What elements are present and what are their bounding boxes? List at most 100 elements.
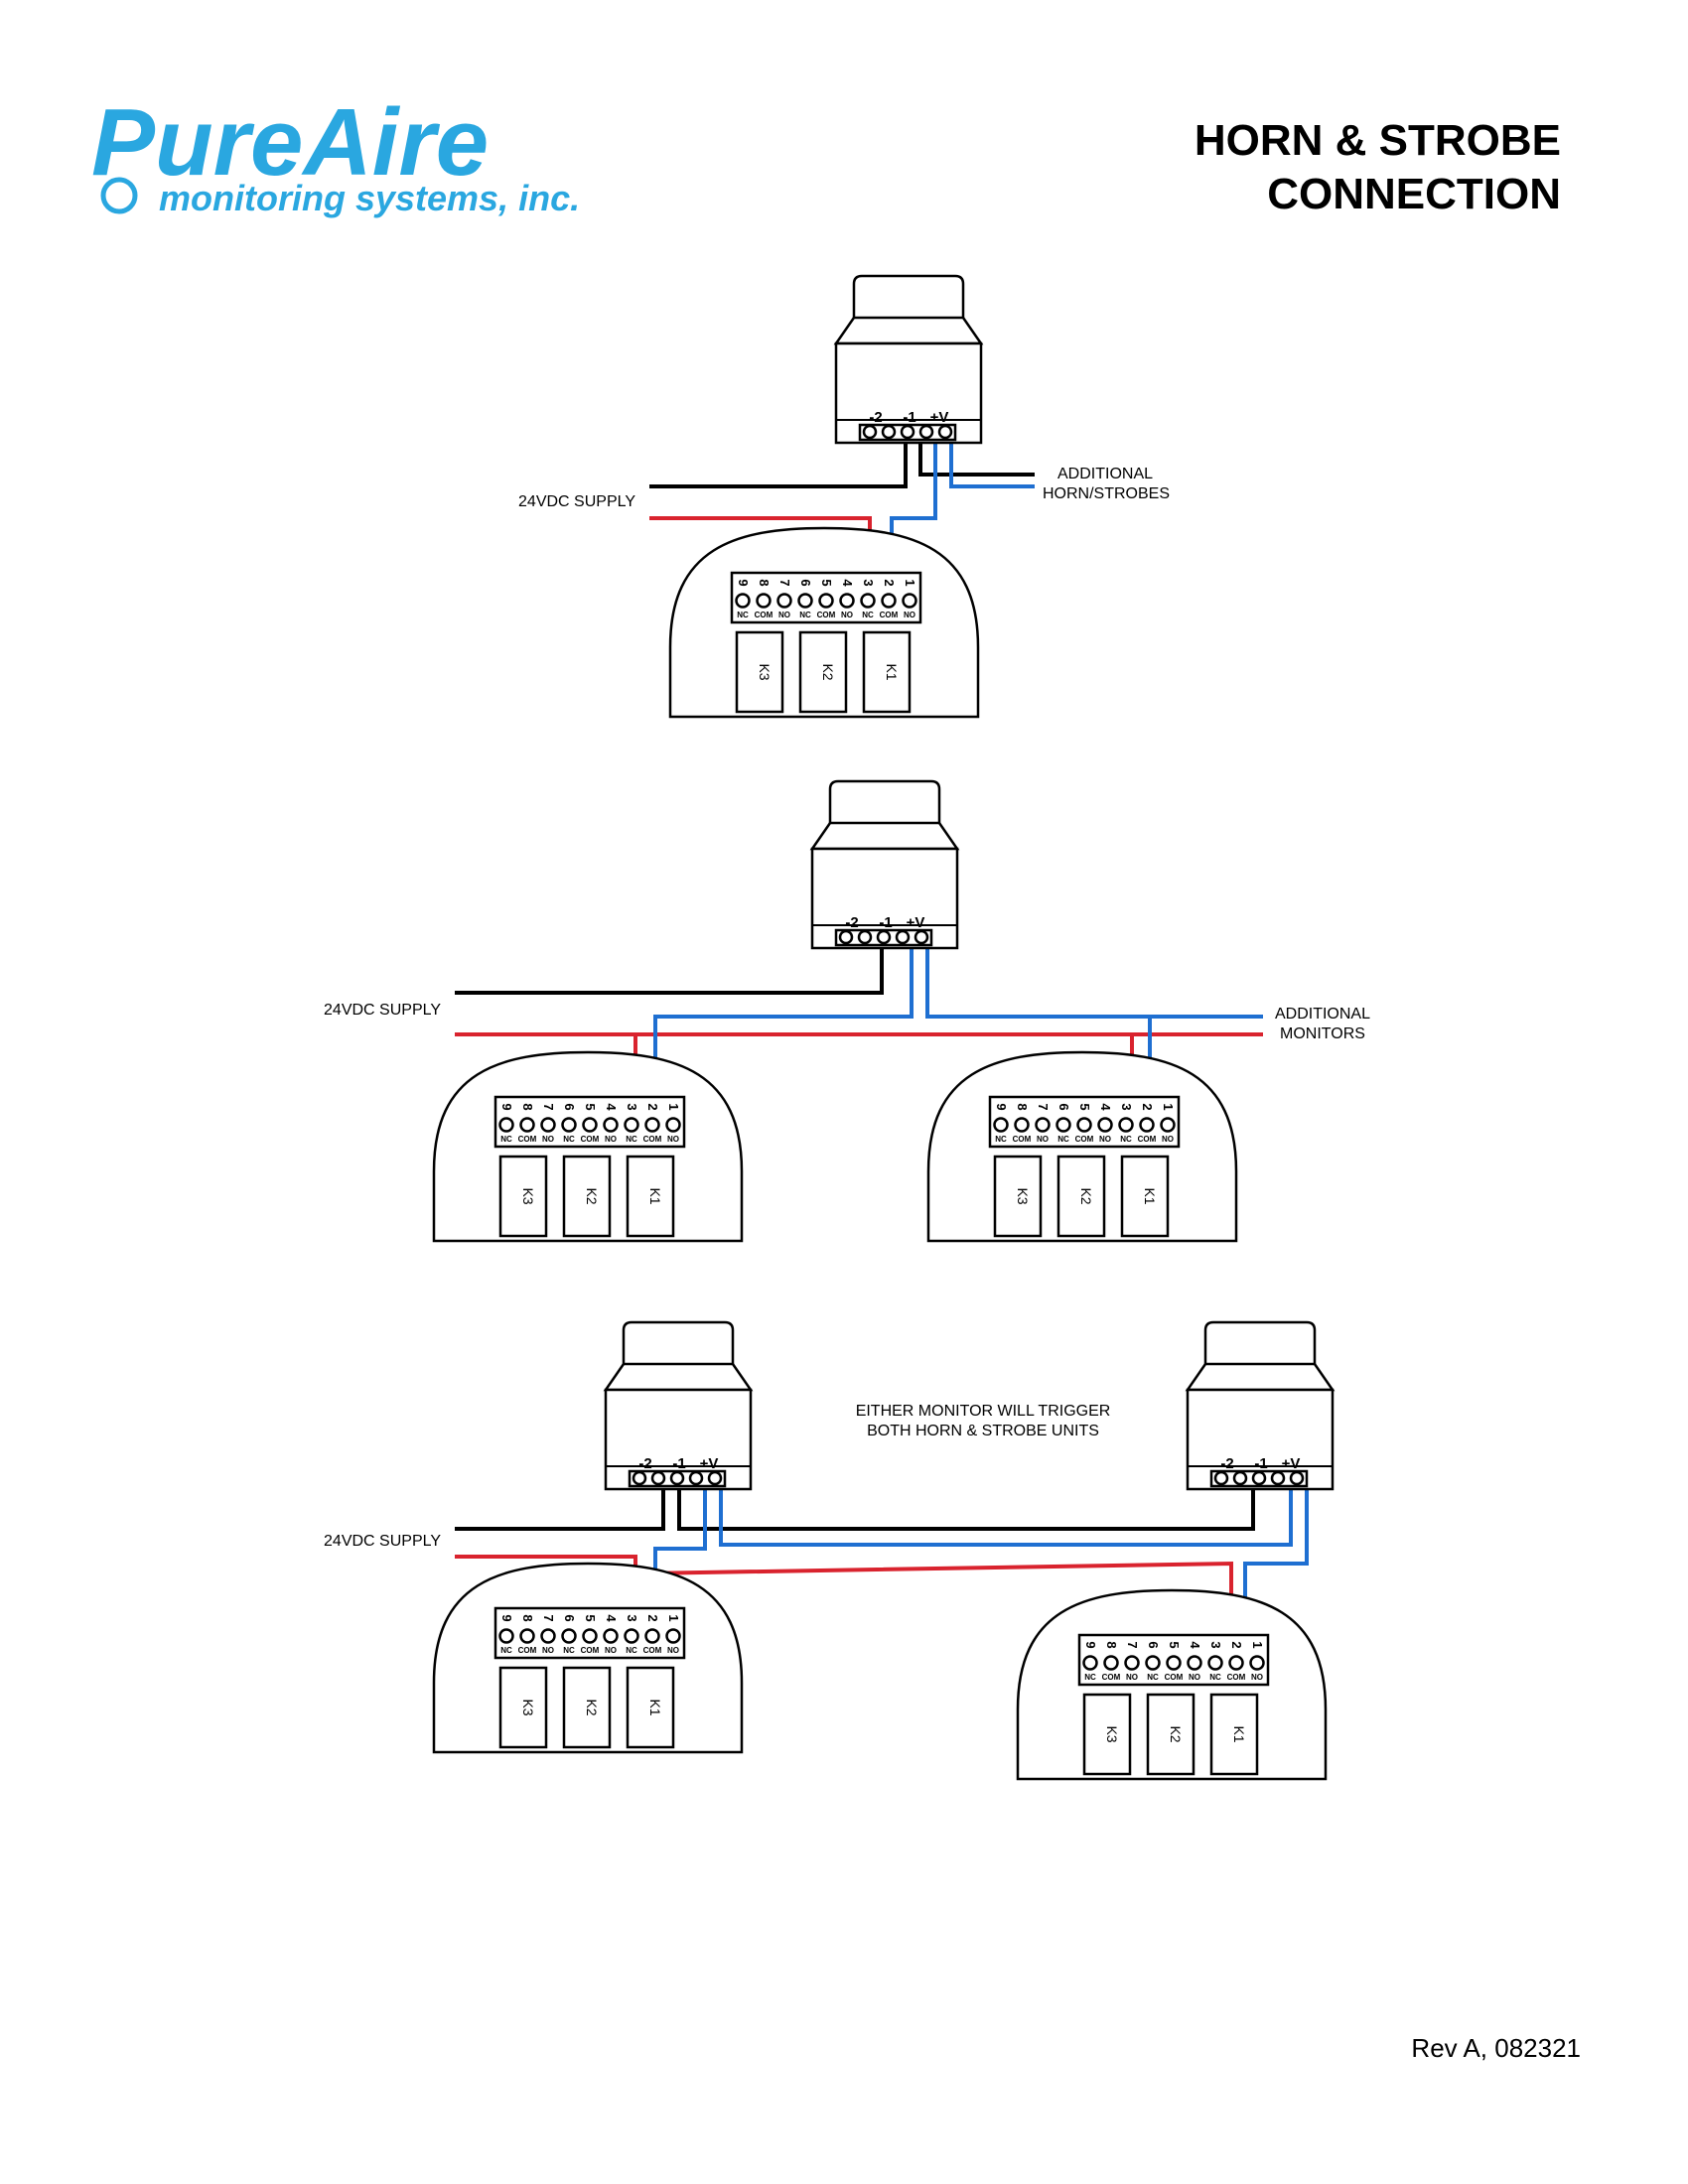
terminal-screw-icon — [1166, 1655, 1182, 1671]
terminal-screw-icon — [1270, 1470, 1286, 1486]
terminal-number: 5 — [583, 1103, 598, 1110]
page-title-line1: HORN & STROBE — [1195, 116, 1561, 165]
terminal-screw-icon — [498, 1117, 514, 1133]
terminal-screw-icon — [1145, 1655, 1161, 1671]
horn-cap — [828, 779, 941, 823]
terminal-screw-icon — [644, 1117, 660, 1133]
horn-cap — [1203, 1320, 1317, 1364]
terminal-function: NO — [1126, 1673, 1138, 1682]
horn-shoulder — [809, 821, 960, 851]
terminal-screw-icon — [1139, 1117, 1155, 1133]
terminal-number: 4 — [604, 1614, 619, 1622]
supply-label: 24VDC SUPPLY — [324, 1002, 441, 1019]
black-wire-out — [918, 442, 1035, 477]
terminal-function: NC — [1147, 1673, 1159, 1682]
terminal-screw-icon — [519, 1117, 535, 1133]
terminal-number: 7 — [777, 579, 792, 586]
diagram-dual-monitor-dual-horn: -2-1+V -2-1+V 9NC8COM7NO6NC5COM4NO3NC2CO… — [324, 1320, 1336, 1781]
terminal-function: COM — [518, 1135, 537, 1144]
terminal-number: 9 — [499, 1614, 514, 1621]
company-logo: PureAire monitoring systems, inc. — [91, 89, 580, 218]
terminal-number: 4 — [1098, 1103, 1113, 1111]
horn-strobe-unit: -2-1+V — [809, 779, 960, 950]
terminal-screw-icon — [860, 593, 876, 609]
terminal-screw-icon — [707, 1470, 723, 1486]
relay-box — [562, 1155, 612, 1238]
relay-label: K1 — [647, 1699, 663, 1715]
terminal-number: 1 — [666, 1103, 681, 1110]
terminal-screw-icon — [818, 593, 834, 609]
terminal-screw-icon — [993, 1117, 1009, 1133]
terminal-function: NC — [737, 611, 749, 619]
relay-box — [862, 630, 912, 714]
terminal-function: NC — [500, 1646, 512, 1655]
terminal-function: NO — [778, 611, 790, 619]
terminal-screw-icon — [902, 593, 917, 609]
terminal-function: COM — [518, 1646, 537, 1655]
terminal-screw-icon — [881, 593, 897, 609]
terminal-screw-icon — [1249, 1655, 1265, 1671]
terminal-screw-icon — [756, 593, 772, 609]
terminal-screw-icon — [1228, 1655, 1244, 1671]
terminal-function: COM — [1013, 1135, 1032, 1144]
terminal-number: 1 — [1161, 1103, 1176, 1110]
horn-terminal-label: +V — [930, 409, 949, 426]
horn-strobe-unit: -2-1+V — [1185, 1320, 1336, 1491]
terminal-screw-icon — [540, 1628, 556, 1644]
terminal-number: 7 — [1036, 1103, 1051, 1110]
terminal-number: 1 — [666, 1614, 681, 1621]
terminal-number: 9 — [1083, 1641, 1098, 1648]
relay-box — [626, 1155, 675, 1238]
terminal-function: NC — [626, 1646, 637, 1655]
terminal-screw-icon — [918, 424, 934, 440]
terminal-function: NC — [626, 1135, 637, 1144]
terminal-number: 6 — [798, 579, 813, 586]
additional-horn-label-2: HORN/STROBES — [1043, 485, 1170, 502]
terminal-screw-icon — [688, 1470, 704, 1486]
terminal-function: NC — [1057, 1135, 1069, 1144]
black-wire-link — [677, 1489, 1255, 1531]
blue-wire-out — [949, 442, 1035, 488]
terminal-screw-icon — [895, 929, 911, 945]
terminal-function: NO — [667, 1135, 679, 1144]
horn-terminal-label: +V — [700, 1455, 719, 1472]
terminal-screw-icon — [582, 1117, 598, 1133]
horn-terminal-label: -1 — [672, 1455, 685, 1472]
terminal-number: 2 — [645, 1614, 660, 1621]
relay-label: K3 — [1015, 1187, 1031, 1204]
terminal-screw-icon — [914, 929, 929, 945]
horn-terminal-label: +V — [1282, 1455, 1301, 1472]
terminal-screw-icon — [838, 929, 854, 945]
horn-terminal-label: -1 — [903, 409, 915, 426]
terminal-function: NO — [1037, 1135, 1049, 1144]
terminal-number: 2 — [1140, 1103, 1155, 1110]
o2-circle-icon — [100, 177, 138, 214]
terminal-number: 9 — [736, 579, 751, 586]
terminal-screw-icon — [1124, 1655, 1140, 1671]
terminal-number: 5 — [583, 1614, 598, 1621]
terminal-screw-icon — [650, 1470, 666, 1486]
additional-monitors-label-2: MONITORS — [1280, 1025, 1365, 1042]
terminal-function: NC — [563, 1646, 575, 1655]
supply-label: 24VDC SUPPLY — [324, 1533, 441, 1550]
terminal-number: 6 — [562, 1103, 577, 1110]
horn-terminal-label: -1 — [879, 914, 892, 931]
terminal-function: NC — [1084, 1673, 1096, 1682]
terminal-screw-icon — [644, 1628, 660, 1644]
relay-box — [1120, 1155, 1170, 1238]
terminal-number: 8 — [757, 579, 772, 586]
terminal-screw-icon — [857, 929, 873, 945]
terminal-screw-icon — [1055, 1117, 1071, 1133]
terminal-number: 3 — [1208, 1641, 1223, 1648]
terminal-number: 4 — [604, 1103, 619, 1111]
note-line-2: BOTH HORN & STROBE UNITS — [867, 1423, 1099, 1439]
note-line-1: EITHER MONITOR WILL TRIGGER — [856, 1403, 1111, 1420]
terminal-function: NC — [563, 1135, 575, 1144]
terminal-screw-icon — [1082, 1655, 1098, 1671]
terminal-screw-icon — [1251, 1470, 1267, 1486]
terminal-number: 9 — [994, 1103, 1009, 1110]
